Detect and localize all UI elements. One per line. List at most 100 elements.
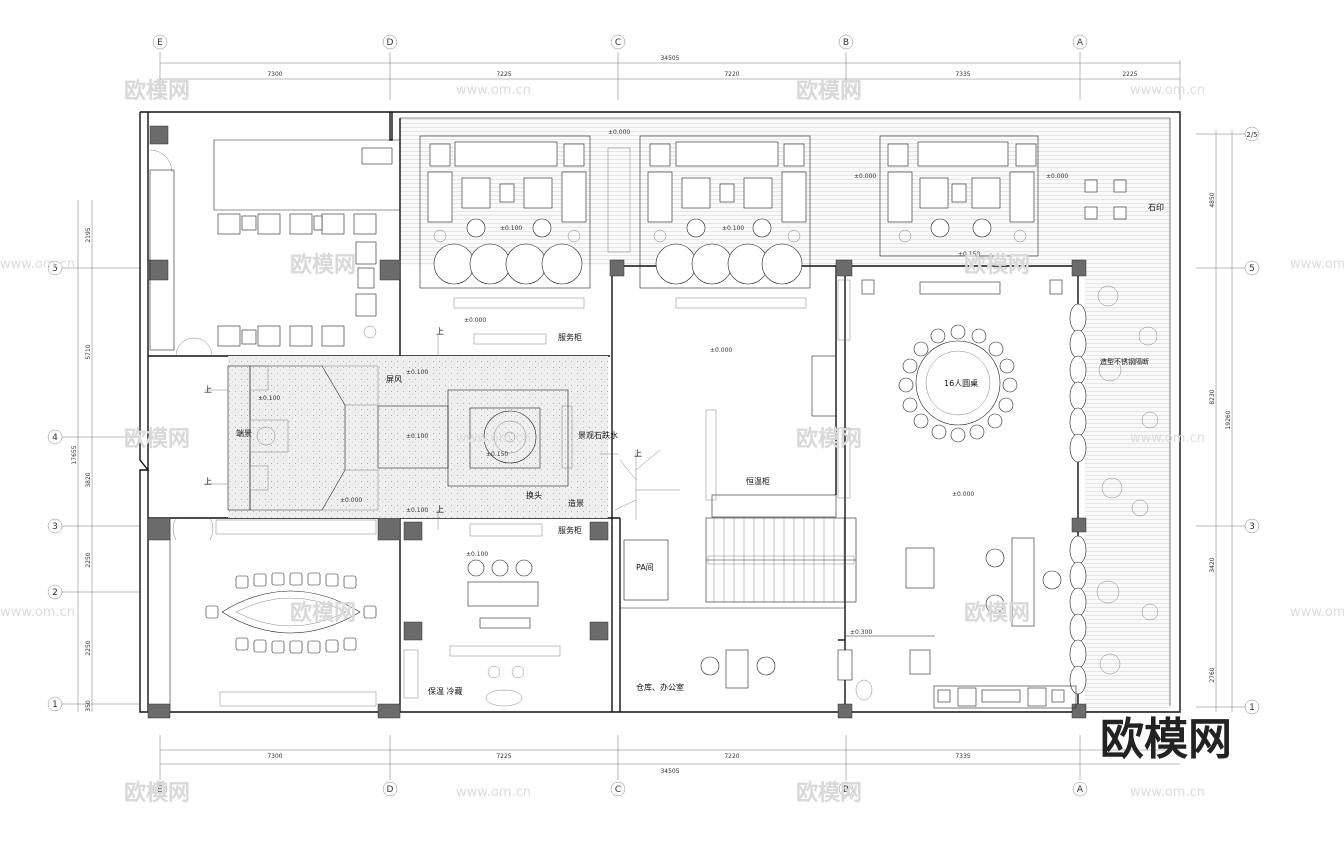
level-mark: ±0.100 [406,507,428,514]
watermark-url: www.om.cn [1290,257,1344,272]
label-up: 上 [436,327,444,336]
banquet-hall [861,279,1087,709]
watermark-url: www.om.cn [0,257,75,272]
level-mark: ±0.150 [486,451,508,458]
watermark-brand: 欧模网 [964,252,1030,278]
axis-bubble-left-1: 1 [47,696,63,712]
watermark-brand: 欧模网 [796,78,862,104]
svg-text:2/5: 2/5 [1246,131,1257,139]
watermark-brand: 欧模网 [964,600,1030,626]
tree-decoration [614,449,680,520]
svg-text:B: B [843,38,849,48]
desk [725,649,749,689]
banquet-chairs [898,324,1018,443]
garden-floor [1085,266,1170,712]
level-mark: ±0.100 [500,225,522,232]
axis-bubble-top-e: E [152,34,168,50]
dining-chairs [655,243,803,285]
meeting-chairs [205,572,377,654]
decorative-screen [607,147,631,253]
sofa [675,141,779,167]
private-room-3 [879,135,1127,295]
table [467,581,539,607]
column [1071,517,1087,533]
label-service-cabinet: 服务柜 [558,525,582,535]
label-water-feature: 景观石跌水 [578,430,618,440]
watermark-brand: 欧模网 [290,600,356,626]
label-up: 上 [436,505,444,514]
level-mark: ±0.100 [466,551,488,558]
foyer-landscape [205,335,680,530]
axis-bubble-right-5: 5 [1244,260,1260,276]
svg-text:A: A [1077,785,1084,795]
armchair [561,171,587,223]
column [377,517,401,541]
watermark-url: www.om.cn [1130,785,1205,800]
pa-room [623,539,669,601]
axis-bubble-bottom-d: D [382,781,398,797]
column [149,125,169,145]
service-cabinet [469,523,543,537]
level-mark: ±0.000 [464,317,486,324]
watermark-url: www.om.cn [1290,605,1344,620]
entry-screen-wall [149,169,175,351]
label-up: 上 [204,385,212,394]
label-hot-cold: 保温 冷藏 [428,686,463,696]
watermark-url: www.om.cn [1130,83,1205,98]
svg-text:C: C [615,785,621,795]
stairs [705,517,857,603]
axis-bubble-right-2-5: 2/5 [1244,126,1260,142]
small-dining [403,521,609,707]
armchair [427,171,453,223]
dim-top-seg: 7220 [724,71,739,78]
column [147,259,169,281]
armchair [647,171,673,223]
side-cabinet [919,281,1001,295]
svg-text:A: A [1077,38,1084,48]
dim-right-total: 19260 [1225,410,1232,429]
axis-bubble-bottom-a: A [1072,781,1088,797]
level-mark: ±0.000 [340,497,362,504]
svg-text:3: 3 [1249,522,1255,532]
label-background: 造景 [568,498,584,508]
dim-left-seg: 350 [85,700,92,712]
lounge-chairs-side [355,241,377,339]
column [147,517,171,541]
door-swing [149,149,173,173]
label-tap: 换头 [526,490,542,500]
svg-text:B: B [843,785,849,795]
dim-left-seg: 2195 [85,227,92,242]
axis-bubble-top-d: D [382,34,398,50]
sideboard [675,297,807,309]
sofa [454,141,558,167]
svg-text:1: 1 [52,700,58,710]
watermark-url: www.om.cn [1130,431,1205,446]
watermarks: 欧模网 欧模网 欧模网 欧模网 欧模网 欧模网 欧模网 欧模网 欧模网 欧模网 … [0,78,1344,806]
level-mark: ±0.000 [1046,173,1068,180]
private-room-2 [639,135,811,289]
svg-text:5: 5 [1249,264,1255,274]
door-swing [175,337,195,357]
dim-left-seg: 2250 [85,640,92,655]
room-labels: 屏风 端景 景观石跌水 换头 造景 服务柜 服务柜 恒温柜 PA间 仓库、办公室… [204,203,1164,696]
column [377,703,401,719]
private-room-1 [419,135,631,289]
svg-text:2: 2 [52,588,58,598]
label-decor-wall: 造型不锈钢隔断 [1100,357,1149,366]
dim-right-seg: 8230 [1209,389,1216,404]
watermark-brand: 欧模网 [796,426,862,452]
counter [361,147,393,165]
partition-panels [1069,303,1087,695]
axis-bubble-bottom-e: E [152,781,168,797]
conference-table [221,590,361,634]
dim-right-seg: 2760 [1209,667,1216,682]
landscape-icon [256,426,276,446]
armchair [1009,171,1035,223]
plant-icon [363,325,377,339]
stone-seals [1084,179,1127,220]
svg-text:1: 1 [1249,703,1255,713]
svg-text:C: C [615,38,621,48]
structural-columns [147,125,1087,719]
meeting-room [172,517,377,707]
